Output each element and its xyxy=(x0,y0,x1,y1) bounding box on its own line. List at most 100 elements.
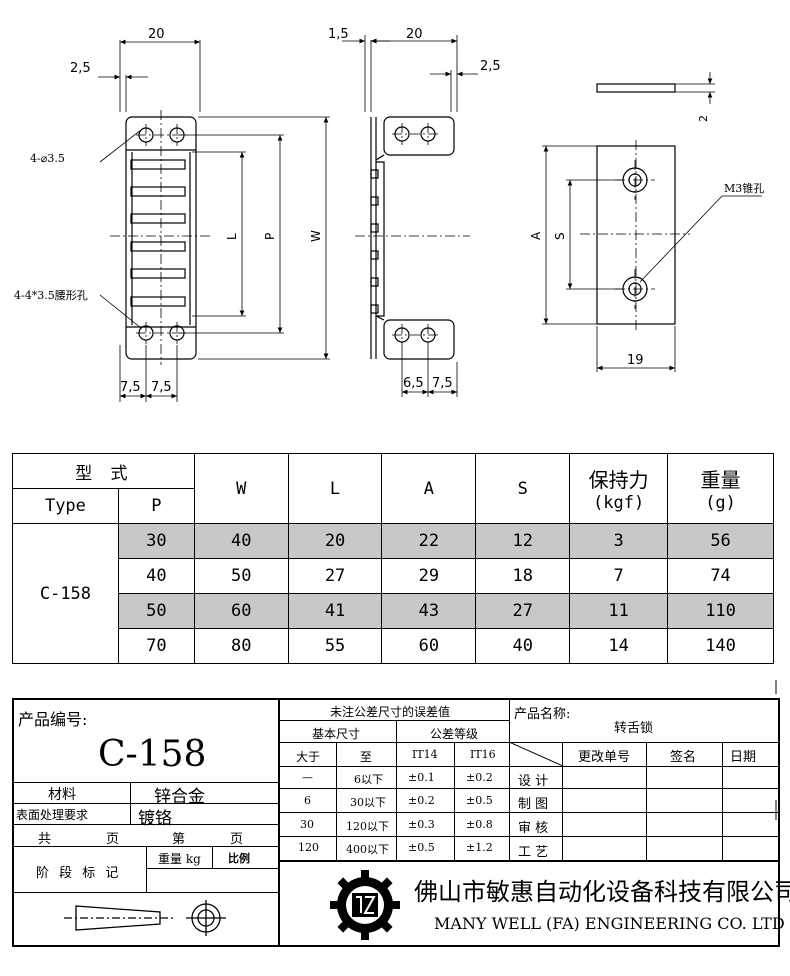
page-label-2: 页 xyxy=(230,832,244,847)
header-hold: 保持力 (kgf) xyxy=(569,453,669,524)
slot-callout: 4-4*3.5腰形孔 xyxy=(14,289,88,302)
tol-it14-1: ±0.2 xyxy=(408,794,435,807)
dim-mid-top-b: 20 xyxy=(406,27,423,42)
cell-S: 12 xyxy=(475,523,571,559)
cell-W: 60 xyxy=(193,593,289,629)
dim-mid-bottom-b: 7,5 xyxy=(432,376,453,391)
sheet-label: 第 xyxy=(172,832,186,847)
dim-left-edge: 2,5 xyxy=(70,61,91,76)
tol-it16-0: ±0.2 xyxy=(466,771,493,784)
title-block: 产品编号: C-158 材料 锌合金 表面处理要求 镀铬 共 页 第 页 阶 段… xyxy=(12,698,790,947)
projection-symbol-icon xyxy=(64,900,226,936)
cell-weight: 56 xyxy=(667,523,774,559)
cell-P: 30 xyxy=(117,523,195,559)
tol-over-3: 120 xyxy=(298,841,319,854)
cell-S: 27 xyxy=(475,593,571,629)
edge-marks xyxy=(775,680,777,820)
basic-size-label: 基本尺寸 xyxy=(312,727,361,741)
material-label: 材料 xyxy=(48,787,76,803)
company-name-en: MANY WELL (FA) ENGINEERING CO. LTD xyxy=(434,914,785,933)
cell-L: 41 xyxy=(287,593,383,629)
design-label: 设 计 xyxy=(518,774,549,789)
to-label: 至 xyxy=(360,750,373,764)
drawing-label: 制 图 xyxy=(518,797,549,812)
tol-to-0: 6以下 xyxy=(354,773,383,786)
tol-it14-0: ±0.1 xyxy=(408,771,435,784)
middle-view xyxy=(342,35,478,397)
left-view xyxy=(98,39,330,402)
process-label: 工 艺 xyxy=(518,845,549,860)
cell-L: 20 xyxy=(287,523,383,559)
sign-label: 签名 xyxy=(670,750,697,765)
dim-W: W xyxy=(309,230,323,242)
tol-it16-1: ±0.5 xyxy=(466,794,493,807)
cell-L: 27 xyxy=(287,558,383,594)
cell-A: 60 xyxy=(381,628,477,664)
tol-it14-2: ±0.3 xyxy=(408,818,435,831)
tol-over-1: 6 xyxy=(304,794,311,807)
surface-value: 镀铬 xyxy=(138,809,172,829)
dim-right-width: 19 xyxy=(627,353,644,368)
dim-mid-top-a: 1,5 xyxy=(328,27,349,42)
cell-S: 18 xyxy=(475,558,571,594)
dim-right-thickness: 2 xyxy=(697,115,710,122)
header-type-en: Type xyxy=(12,488,119,524)
cell-hold: 14 xyxy=(569,628,669,664)
tolerance-title: 未注公差尺寸的误差值 xyxy=(330,705,451,719)
page-label-1: 页 xyxy=(106,832,120,847)
cell-W: 50 xyxy=(193,558,289,594)
product-name-label: 产品名称: xyxy=(514,707,571,722)
date-label: 日期 xyxy=(730,750,757,765)
table-row: 40 50 27 29 18 7 74 xyxy=(13,558,774,594)
cell-P: 70 xyxy=(117,628,195,664)
right-view xyxy=(542,72,762,372)
cell-W: 40 xyxy=(193,523,289,559)
cell-A: 22 xyxy=(381,523,477,559)
it16-label: IT16 xyxy=(470,748,496,761)
material-value: 锌合金 xyxy=(154,787,205,807)
thread-callout: M3锥孔 xyxy=(724,182,764,195)
weight-label: 重量 kg xyxy=(158,852,201,866)
table-row: 50 60 41 43 27 11 110 xyxy=(13,593,774,629)
cell-A: 43 xyxy=(381,593,477,629)
dim-S: S xyxy=(553,232,567,240)
cell-weight: 140 xyxy=(667,628,774,664)
cell-P: 50 xyxy=(117,593,195,629)
header-A: A xyxy=(381,453,477,524)
dim-A: A xyxy=(529,231,543,240)
tol-it16-3: ±1.2 xyxy=(466,841,493,854)
header-weight-unit: (g) xyxy=(705,493,736,513)
total-label: 共 xyxy=(38,832,52,847)
tol-to-3: 400以下 xyxy=(346,843,389,856)
model-cell: C-158 xyxy=(12,523,119,664)
dim-left-bottom-b: 7,5 xyxy=(151,380,172,395)
cell-W: 80 xyxy=(193,628,289,664)
table-row: C-158 30 40 20 22 12 3 56 xyxy=(12,523,774,664)
dim-L: L xyxy=(225,233,239,240)
header-L: L xyxy=(287,453,383,524)
tol-to-1: 30以下 xyxy=(350,796,386,809)
change-no-label: 更改单号 xyxy=(578,750,631,765)
cell-P: 40 xyxy=(117,558,195,594)
dim-left-width: 20 xyxy=(148,27,165,42)
header-W: W xyxy=(193,453,289,524)
stage-label: 阶 段 标 记 xyxy=(36,866,122,881)
cell-L: 55 xyxy=(287,628,383,664)
cell-hold: 7 xyxy=(569,558,669,594)
tol-to-2: 120以下 xyxy=(346,820,389,833)
tol-it16-2: ±0.8 xyxy=(466,818,493,831)
cell-weight: 110 xyxy=(667,593,774,629)
header-hold-unit: (kgf) xyxy=(593,493,645,513)
it14-label: IT14 xyxy=(412,748,438,761)
product-name: 转舌锁 xyxy=(614,721,654,736)
cell-weight: 74 xyxy=(667,558,774,594)
table-row: 70 80 55 60 40 14 140 xyxy=(13,628,774,664)
header-hold-cn: 保持力 xyxy=(588,468,649,492)
dim-left-bottom-a: 7,5 xyxy=(120,380,141,395)
product-no-label: 产品编号: xyxy=(18,710,88,729)
hole-callout: 4-⌀3.5 xyxy=(30,152,65,165)
tol-grade-label: 公差等级 xyxy=(430,727,479,741)
over-label: 大于 xyxy=(296,750,321,764)
header-weight-cn: 重量 xyxy=(700,468,741,492)
cell-S: 40 xyxy=(475,628,571,664)
